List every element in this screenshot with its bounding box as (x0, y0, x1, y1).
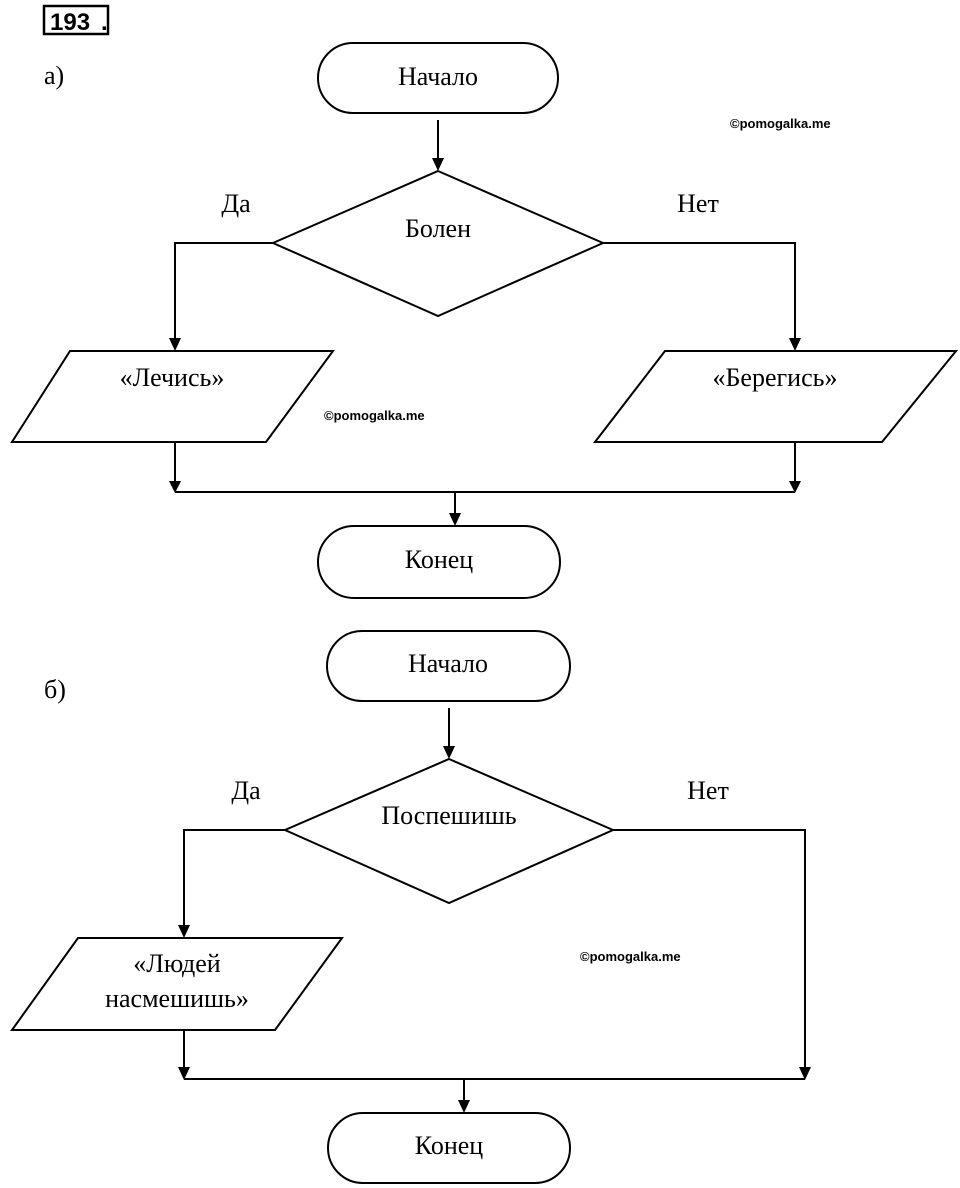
diagram-a-arrowhead-merge-left (169, 481, 181, 493)
diagram-a-yes-output-text: «Лечись» (120, 363, 225, 392)
diagram-b-end-terminal (327, 1112, 571, 1184)
diagram-b-arrowhead-no (799, 1067, 811, 1080)
diagram-b-yes-output-line2: насмешишь» (105, 984, 249, 1013)
diagram-b-label: б) (44, 675, 66, 704)
diagram-a-yes-label: Да (221, 189, 251, 218)
diagram-a-arrowhead-merge-right (789, 481, 801, 493)
diagram-a-start-terminal (317, 42, 559, 114)
diagram-b-arrowhead-end (458, 1100, 470, 1113)
diagram-b-yes-connector (183, 829, 285, 927)
diagram-b-arrowhead-yes (178, 925, 190, 938)
diagram-b-end-text: Конец (415, 1131, 484, 1160)
diagram-a-no-output-text: «Берегись» (713, 363, 838, 392)
problem-number: 193 . (42, 4, 110, 36)
diagram-a-end-terminal (317, 525, 561, 599)
problem-number-box (42, 4, 110, 36)
diagram-a-arrowhead-no (789, 338, 801, 351)
diagram-a-end-text: Конец (405, 545, 474, 574)
watermark-1: ©pomogalka.me (730, 116, 831, 131)
watermark-3: ©pomogalka.me (580, 949, 681, 964)
diagram-a-arrowhead-decision (432, 158, 444, 171)
diagram-a-arrowhead-yes (169, 338, 181, 351)
diagram-b: б) Начало Поспешишь Да Нет «Людей насмеш… (10, 630, 811, 1184)
diagram-a-decision-diamond (270, 169, 606, 318)
diagram-b-arrowhead-merge-left (178, 1067, 190, 1080)
watermark-2: ©pomogalka.me (324, 408, 425, 423)
diagram-b-yes-output-parallelogram (10, 937, 344, 1031)
diagram-b-yes-label: Да (231, 776, 261, 805)
diagram-a-no-output-parallelogram (592, 350, 959, 443)
diagram-b-start-text: Начало (408, 649, 488, 678)
diagram-b-decision-text: Поспешишь (381, 801, 516, 830)
problem-number-period: . (101, 9, 108, 36)
diagram-a-yes-connector (174, 242, 273, 340)
diagram-b-no-connector (613, 829, 806, 1068)
diagram-a-no-label: Нет (677, 189, 719, 218)
diagram-a-start-text: Начало (398, 62, 478, 91)
diagram-b-arrowhead-decision (443, 746, 455, 759)
diagram-a-decision-text: Болен (405, 214, 471, 243)
problem-number-text: 193 (50, 9, 90, 36)
diagram-b-no-label: Нет (687, 776, 729, 805)
diagram-a-label: а) (44, 61, 64, 90)
diagram-a-yes-output-parallelogram (10, 350, 335, 443)
diagram-a-arrowhead-end (449, 513, 461, 526)
diagram-b-start-terminal (326, 630, 571, 702)
diagram-b-yes-output-line1: «Людей (133, 949, 221, 978)
diagram-a-no-connector (603, 242, 796, 340)
diagram-b-decision-diamond (282, 757, 616, 905)
diagram-a: а) Начало Болен Да Нет «Лечись» «Берегис… (10, 42, 959, 599)
